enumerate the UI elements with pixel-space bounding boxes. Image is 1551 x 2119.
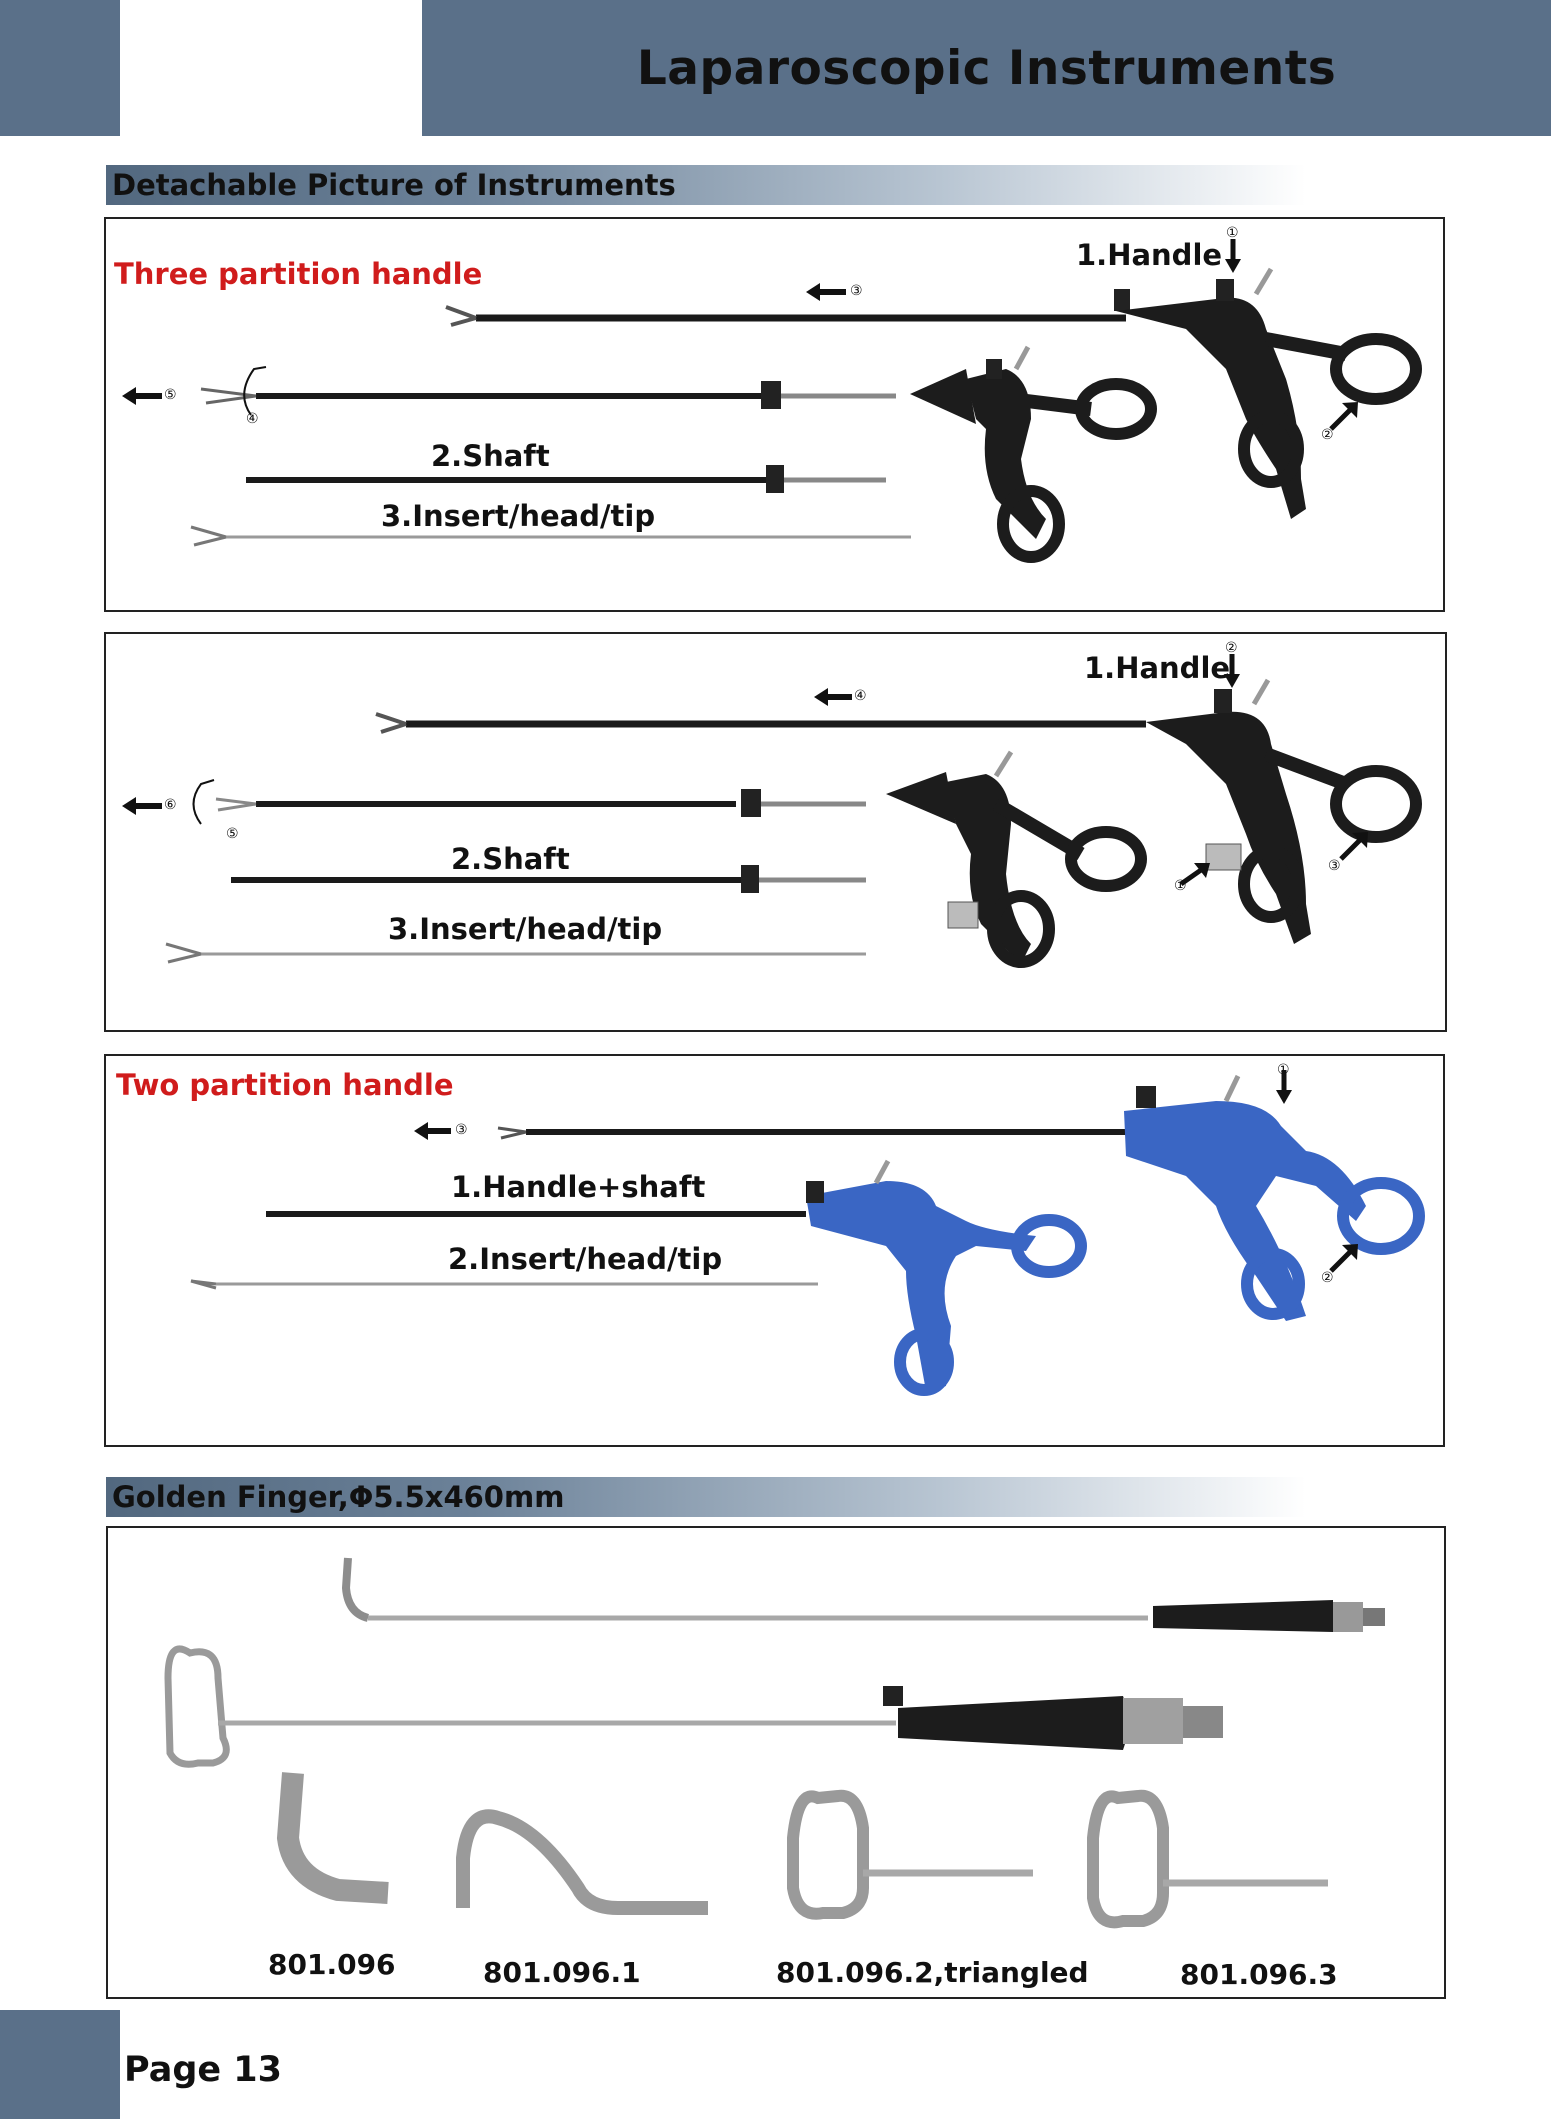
insert-label: 3.Insert/head/tip	[381, 499, 656, 533]
page-number: Page 13	[124, 2050, 283, 2090]
section-title: Detachable Picture of Instruments	[112, 168, 676, 202]
section-bar-golden-finger: Golden Finger,Φ5.5x460mm	[106, 1477, 1306, 1517]
part-number: 801.096	[268, 1948, 396, 1981]
section-bar-detachable: Detachable Picture of Instruments	[106, 165, 1306, 205]
section-title: Golden Finger,Φ5.5x460mm	[112, 1480, 565, 1514]
panel-two-partition: Two partition handle 1.Handle+shaft 2.In…	[104, 1054, 1445, 1447]
part-number: 801.096.3	[1180, 1958, 1338, 1991]
insert-label: 2.Insert/head/tip	[448, 1242, 723, 1276]
instrument-illustration	[122, 654, 1422, 968]
part-number: 801.096.2,triangled	[776, 1956, 1089, 1989]
panel-heading: Two partition handle	[116, 1068, 454, 1102]
marker-3: ③	[455, 1122, 468, 1138]
marker-2: ②	[1321, 1270, 1334, 1286]
panel-three-partition-ratchet: 1.Handle 2.Shaft 3.Insert/head/tip ① ② ③…	[104, 632, 1447, 1032]
marker-6: ⑥	[164, 797, 177, 813]
footer-band	[0, 2010, 120, 2119]
header-left-band	[0, 0, 120, 136]
handle-label: 1.Handle	[1076, 238, 1223, 272]
handle-shaft-label: 1.Handle+shaft	[451, 1170, 706, 1204]
shaft-label: 2.Shaft	[431, 439, 550, 473]
marker-3: ③	[1328, 858, 1341, 874]
panel-three-partition: Three partition handle 1.Handle 2.Shaft …	[104, 217, 1445, 612]
golden-finger-illustration	[164, 1557, 1385, 1929]
panel-golden-finger: 801.096 801.096.1 801.096.2,triangled 80…	[106, 1526, 1446, 1999]
page-title: Laparoscopic Instruments	[636, 40, 1337, 96]
instrument-illustration	[190, 1070, 1425, 1396]
marker-1: ①	[1174, 878, 1187, 894]
marker-1: ①	[1226, 225, 1239, 241]
logo-area	[120, 0, 422, 136]
handle-label: 1.Handle	[1084, 651, 1231, 685]
part-number: 801.096.1	[483, 1956, 641, 1989]
marker-3: ③	[850, 283, 863, 299]
marker-1: ①	[1277, 1062, 1290, 1078]
insert-label: 3.Insert/head/tip	[388, 912, 663, 946]
marker-5: ⑤	[226, 826, 239, 842]
marker-2: ②	[1321, 427, 1334, 443]
panel-heading: Three partition handle	[114, 257, 483, 291]
shaft-label: 2.Shaft	[451, 842, 570, 876]
marker-2: ②	[1225, 640, 1238, 656]
marker-5: ⑤	[164, 387, 177, 403]
instrument-illustration	[122, 239, 1422, 563]
header-band: Laparoscopic Instruments	[422, 0, 1551, 136]
marker-4: ④	[854, 688, 867, 704]
marker-4: ④	[246, 411, 259, 427]
